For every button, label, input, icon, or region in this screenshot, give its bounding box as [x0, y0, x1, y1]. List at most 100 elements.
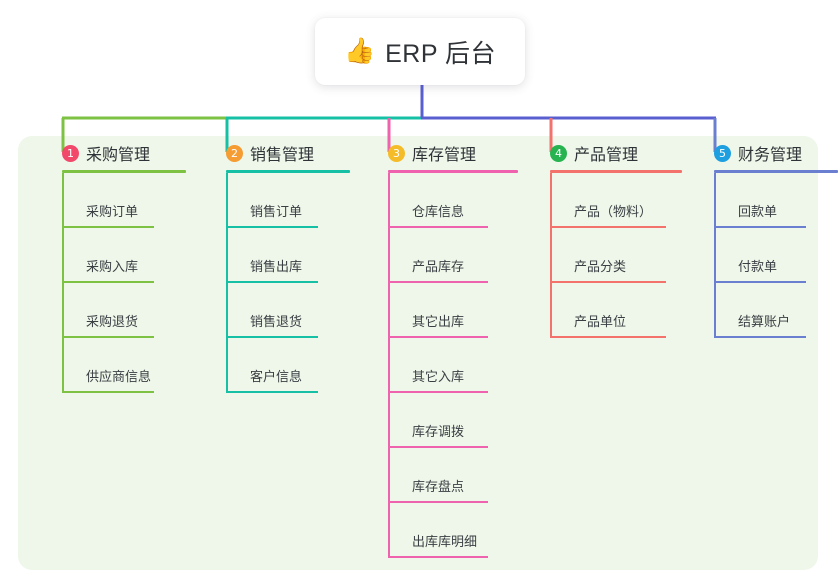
branch-item-list-2: 销售订单销售出库销售退货客户信息: [226, 173, 344, 393]
diagram-panel: [18, 136, 818, 570]
root-node-title: ERP 后台: [385, 39, 497, 68]
leaf-item-label: 产品分类: [574, 259, 627, 274]
leaf-item[interactable]: 采购退货: [62, 283, 180, 338]
branch-column-4: 4 产品管理产品（物料） 产品分类产品单位: [528, 136, 682, 338]
leaf-item-label: 供应商信息: [86, 369, 152, 384]
thumbs-up-icon: 👍: [343, 37, 376, 65]
leaf-item-underline: [388, 281, 488, 283]
leaf-item-underline: [714, 281, 806, 283]
leaf-item[interactable]: 回款单: [714, 173, 832, 228]
leaf-item-underline: [714, 226, 806, 228]
leaf-item-label: 产品单位: [574, 314, 627, 329]
branch-header-2[interactable]: 2 销售管理: [204, 136, 344, 170]
leaf-item-underline: [62, 226, 154, 228]
leaf-item[interactable]: 产品分类: [550, 228, 678, 283]
branch-badge-4: 4: [550, 144, 567, 162]
branch-item-list-3: 仓库信息产品库存其它出库其它入库库存调拨库存盘点出库库明细: [388, 173, 514, 558]
leaf-item[interactable]: 产品单位: [550, 283, 678, 338]
branch-spine-5: [714, 173, 716, 338]
leaf-item-label: 采购订单: [86, 204, 139, 219]
leaf-item-underline: [62, 391, 154, 393]
leaf-item[interactable]: 销售订单: [226, 173, 344, 228]
leaf-item-label: 回款单: [738, 204, 778, 219]
leaf-item-label: 采购退货: [86, 314, 139, 329]
branch-title-2: 销售管理: [250, 147, 315, 164]
leaf-item[interactable]: 库存调拨: [388, 393, 514, 448]
branch-underline-4: [550, 170, 682, 173]
leaf-item-label: 仓库信息: [412, 204, 465, 219]
leaf-item[interactable]: 结算账户: [714, 283, 832, 338]
leaf-item[interactable]: 库存盘点: [388, 448, 514, 503]
leaf-item-label: 其它出库: [412, 314, 465, 329]
leaf-item[interactable]: 其它入库: [388, 338, 514, 393]
leaf-item-underline: [226, 336, 318, 338]
branch-spine-3: [388, 173, 390, 558]
leaf-item[interactable]: 销售退货: [226, 283, 344, 338]
leaf-item-underline: [62, 336, 154, 338]
branch-underline-5: [714, 170, 838, 173]
branch-spine-4: [550, 173, 552, 338]
leaf-item-underline: [62, 281, 154, 283]
leaf-item-underline: [714, 336, 806, 338]
leaf-item-label: 产品库存: [412, 259, 465, 274]
leaf-item-label: 销售退货: [250, 314, 303, 329]
root-node-card[interactable]: 👍 ERP 后台: [315, 18, 525, 85]
branch-column-5: 5 财务管理回款单付款单结算账户: [692, 136, 838, 338]
branch-header-4[interactable]: 4 产品管理: [528, 136, 678, 170]
branch-header-5[interactable]: 5 财务管理: [692, 136, 832, 170]
leaf-item-label: 采购入库: [86, 259, 139, 274]
branch-underline-1: [62, 170, 186, 173]
branch-item-list-5: 回款单付款单结算账户: [714, 173, 832, 338]
leaf-item-underline: [388, 336, 488, 338]
branch-spine-2: [226, 173, 228, 393]
leaf-item[interactable]: 产品库存: [388, 228, 514, 283]
leaf-item[interactable]: 出库库明细: [388, 503, 514, 558]
branch-header-1[interactable]: 1 采购管理: [40, 136, 180, 170]
leaf-item-label: 付款单: [738, 259, 778, 274]
leaf-item[interactable]: 客户信息: [226, 338, 344, 393]
leaf-item-underline: [226, 281, 318, 283]
leaf-item-label: 销售订单: [250, 204, 303, 219]
branch-badge-2: 2: [226, 144, 243, 162]
leaf-item-label: 客户信息: [250, 369, 303, 384]
leaf-item-label: 出库库明细: [412, 534, 478, 549]
leaf-item[interactable]: 销售出库: [226, 228, 344, 283]
branch-badge-5: 5: [714, 144, 731, 162]
branch-header-3[interactable]: 3 库存管理: [366, 136, 514, 170]
leaf-item-underline: [226, 391, 318, 393]
leaf-item[interactable]: 供应商信息: [62, 338, 180, 393]
leaf-item-underline: [388, 446, 488, 448]
leaf-item[interactable]: 采购订单: [62, 173, 180, 228]
leaf-item-label: 其它入库: [412, 369, 465, 384]
leaf-item-underline: [388, 501, 488, 503]
leaf-item-underline: [550, 336, 666, 338]
branch-underline-3: [388, 170, 518, 173]
leaf-item[interactable]: 采购入库: [62, 228, 180, 283]
leaf-item-label: 结算账户: [738, 314, 791, 329]
leaf-item-label: 销售出库: [250, 259, 303, 274]
leaf-item-underline: [226, 226, 318, 228]
leaf-item-underline: [388, 556, 488, 558]
branch-title-4: 产品管理: [574, 147, 639, 164]
leaf-item-label: 库存盘点: [412, 479, 465, 494]
branch-title-3: 库存管理: [412, 147, 477, 164]
leaf-item-underline: [388, 226, 488, 228]
branch-column-2: 2 销售管理销售订单销售出库销售退货客户信息: [204, 136, 350, 393]
leaf-item[interactable]: 产品（物料）: [550, 173, 678, 228]
branch-title-1: 采购管理: [86, 147, 151, 164]
branch-title-5: 财务管理: [738, 147, 803, 164]
branch-column-1: 1 采购管理采购订单采购入库采购退货供应商信息: [40, 136, 186, 393]
leaf-item-underline: [550, 281, 666, 283]
leaf-item[interactable]: 仓库信息: [388, 173, 514, 228]
branch-columns: 1 采购管理采购订单采购入库采购退货供应商信息 2 销售管理销售订单销售出库销售退货客…: [18, 136, 838, 570]
leaf-item[interactable]: 付款单: [714, 228, 832, 283]
branch-item-list-4: 产品（物料） 产品分类产品单位: [550, 173, 678, 338]
leaf-item-underline: [550, 226, 666, 228]
branch-badge-1: 1: [62, 144, 79, 162]
leaf-item[interactable]: 其它出库: [388, 283, 514, 338]
branch-badge-3: 3: [388, 144, 405, 162]
leaf-item-underline: [388, 391, 488, 393]
branch-underline-2: [226, 170, 350, 173]
leaf-item-label: 库存调拨: [412, 424, 465, 439]
branch-item-list-1: 采购订单采购入库采购退货供应商信息: [62, 173, 180, 393]
